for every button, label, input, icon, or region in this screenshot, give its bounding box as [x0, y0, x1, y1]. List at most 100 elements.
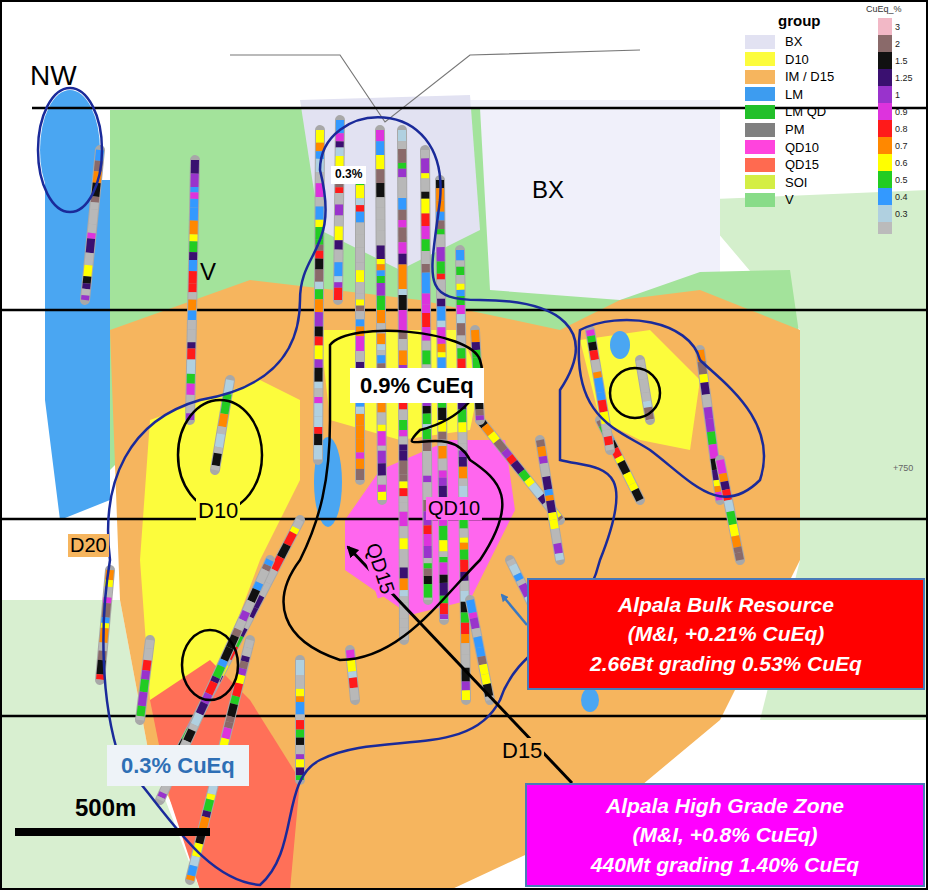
assay-segment	[260, 570, 266, 583]
assay-segment	[241, 668, 243, 675]
assay-segment	[422, 313, 430, 327]
resource-callout: Alpala Bulk Resource(M&I, +0.21% CuEq)2.…	[527, 578, 925, 690]
assay-segment	[245, 656, 246, 661]
assay-segment	[377, 231, 385, 246]
assay-segment	[189, 271, 197, 283]
assay-segment	[296, 745, 304, 754]
assay-segment	[378, 451, 386, 464]
assay-segment	[243, 661, 245, 668]
assay-segment	[440, 575, 448, 583]
assay-segment	[553, 520, 555, 529]
assay-segment	[188, 310, 196, 320]
assay-segment	[191, 866, 193, 876]
assay-segment	[716, 470, 717, 480]
drill-hole	[318, 130, 320, 460]
contour-03	[103, 117, 616, 885]
legend-row: 1.5	[878, 52, 908, 69]
legend-text: LM QD	[785, 104, 826, 119]
legend-swatch	[745, 105, 775, 119]
assay-segment	[87, 233, 96, 239]
assay-segment	[222, 414, 224, 427]
assay-segment	[334, 250, 342, 263]
node-text: 0.9% CuEq	[360, 373, 474, 398]
assay-segment	[646, 415, 654, 424]
assay-segment	[438, 432, 446, 440]
assay-segment	[440, 615, 448, 624]
assay-segment	[636, 360, 645, 366]
assay-segment	[460, 543, 468, 550]
assay-segment	[706, 394, 708, 407]
legend-swatch	[745, 193, 775, 207]
assay-segment	[98, 161, 99, 171]
assay-segment	[398, 149, 406, 163]
assay-segment	[314, 382, 322, 389]
assay-segment	[627, 473, 632, 484]
legend-row: 1	[878, 86, 900, 103]
assay-segment	[296, 520, 300, 528]
legend-row: LM QD	[745, 104, 826, 119]
scale-swatch	[878, 222, 892, 234]
assay-segment	[265, 565, 267, 570]
assay-segment	[356, 414, 364, 425]
legend-row: IM / D15	[745, 69, 834, 84]
node-text: (M&I, +0.21% CuEq)	[535, 619, 917, 648]
assay-segment	[645, 393, 646, 401]
assay-segment	[81, 289, 90, 295]
assay-segment	[281, 545, 287, 557]
assay-segment	[246, 648, 248, 656]
contour-09	[182, 630, 238, 700]
assay-segment	[462, 681, 470, 690]
assay-segment	[423, 482, 431, 489]
d10-zone	[580, 330, 700, 450]
assay-segment	[334, 282, 342, 288]
assay-segment	[557, 543, 559, 553]
assay-segment	[296, 720, 304, 730]
legend-row: 2	[878, 35, 900, 52]
assay-segment	[438, 446, 446, 459]
assay-segment	[314, 434, 322, 445]
legend-row: BX	[745, 34, 802, 49]
assay-segment	[424, 584, 432, 598]
assay-segment	[461, 643, 469, 654]
assay-segment	[400, 538, 408, 549]
assay-segment	[146, 660, 147, 670]
assay-segment	[314, 368, 322, 382]
contour-03	[38, 88, 102, 212]
legend-text: LM	[785, 87, 803, 102]
assay-segment	[736, 556, 744, 564]
assay-segment	[376, 141, 384, 155]
direction-label: NW	[30, 60, 77, 92]
leader-arrow	[502, 595, 527, 625]
assay-segment	[207, 799, 210, 810]
legend-swatch	[745, 52, 775, 66]
assay-segment	[315, 337, 323, 346]
assay-segment	[149, 640, 150, 648]
drill-hole	[720, 460, 740, 560]
lm-zone	[581, 688, 599, 712]
assay-segment	[521, 472, 527, 479]
legend-row: 0.9	[878, 103, 908, 120]
assay-segment	[399, 481, 407, 488]
assay-segment	[586, 330, 595, 336]
assay-segment	[334, 288, 342, 300]
legend-swatch	[878, 205, 892, 222]
assay-segment	[723, 474, 725, 482]
assay-segment	[376, 197, 384, 207]
assay-segment	[438, 352, 446, 357]
assay-segment	[456, 261, 464, 267]
assay-segment	[399, 265, 407, 276]
assay-segment	[614, 449, 618, 457]
assay-segment	[101, 617, 110, 623]
assay-segment	[457, 314, 465, 323]
legend-text: 0.7	[895, 141, 908, 151]
assay-segment	[188, 292, 196, 299]
assay-segment	[422, 341, 430, 351]
assay-segment	[457, 290, 465, 296]
assay-segment	[82, 283, 91, 289]
legend-text: V	[785, 192, 794, 207]
assay-segment	[398, 254, 406, 265]
assay-segment	[189, 241, 197, 252]
assay-segment	[423, 429, 431, 439]
elevation-label: +750	[893, 463, 913, 473]
